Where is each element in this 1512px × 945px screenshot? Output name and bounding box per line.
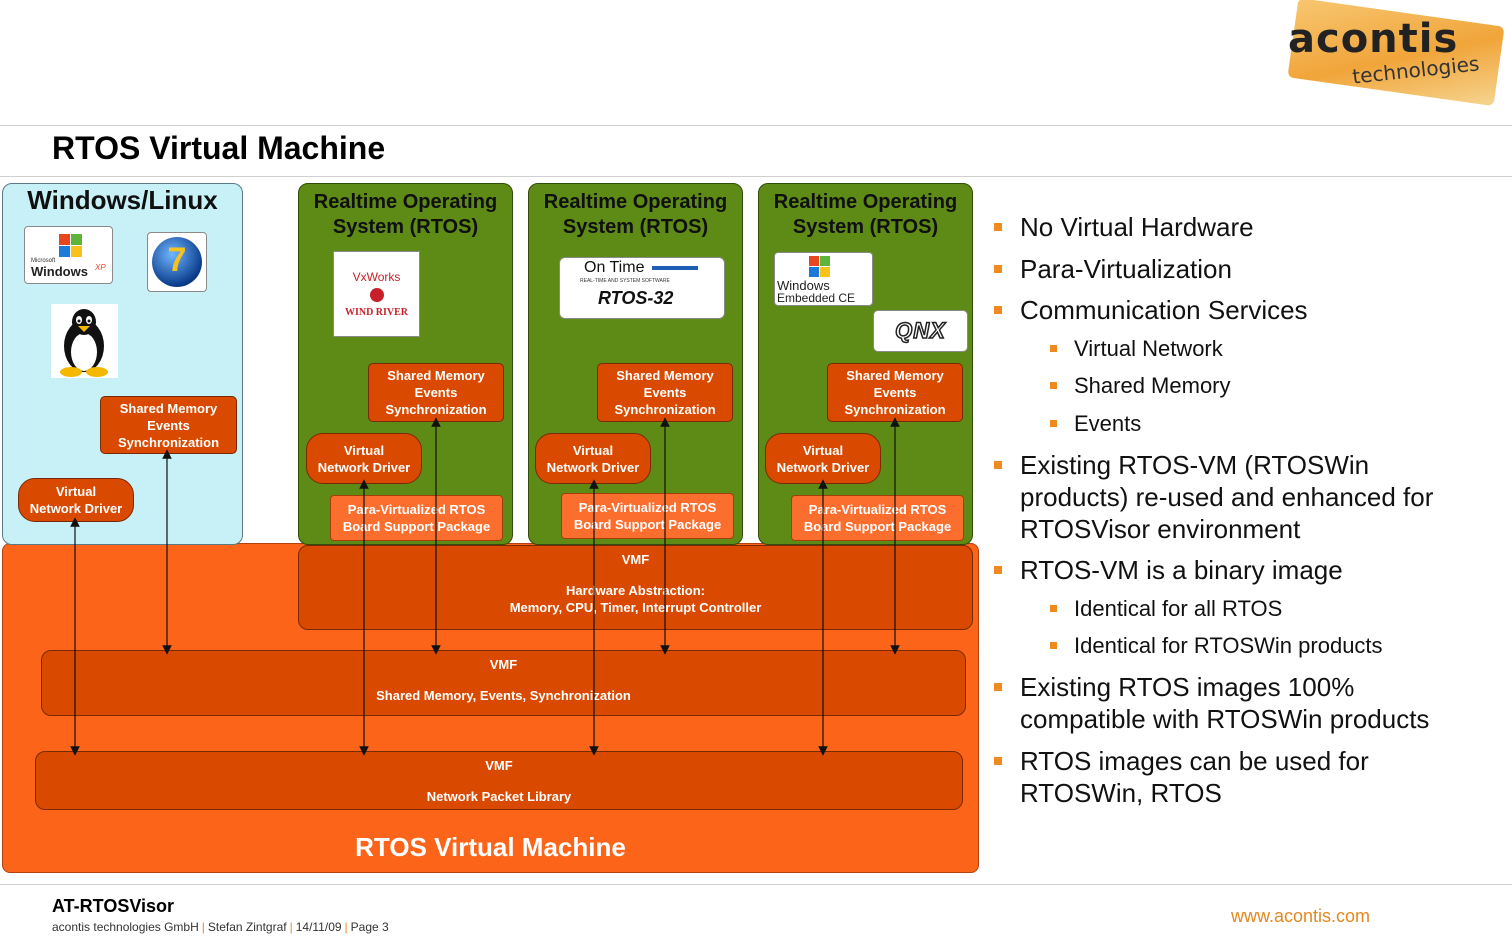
bullet-item: No Virtual Hardware bbox=[994, 211, 1254, 243]
shared-memory-box: Shared Memory Events Synchronization bbox=[827, 363, 963, 422]
bullet-item: RTOS-VM is a binary image bbox=[994, 554, 1343, 586]
bullet-item: Existing RTOS images 100% compatible wit… bbox=[994, 671, 1429, 735]
footer-meta: acontis technologies GmbH|Stefan Zintgra… bbox=[52, 920, 389, 934]
logo-wordmark: acontis bbox=[1288, 16, 1459, 62]
virtual-network-driver-box: Virtual Network Driver bbox=[18, 478, 134, 522]
sub-bullet-item: Identical for RTOSWin products bbox=[1050, 632, 1383, 660]
bsp-box: Para-Virtualized RTOS Board Support Pack… bbox=[791, 495, 964, 541]
guest-title: Realtime Operating System (RTOS) bbox=[313, 191, 498, 238]
windows-7-logo: 7 bbox=[147, 232, 207, 292]
header-divider-bottom bbox=[0, 176, 1512, 177]
bullet-item: Communication Services bbox=[994, 294, 1308, 326]
vm-title: RTOS Virtual Machine bbox=[355, 832, 626, 862]
footer-website-link[interactable]: www.acontis.com bbox=[1231, 906, 1371, 926]
page-title: RTOS Virtual Machine bbox=[52, 130, 386, 166]
sub-bullet-item: Events bbox=[1050, 410, 1141, 438]
vmf-hardware-abstraction: VMF Hardware Abstraction: Memory, CPU, T… bbox=[298, 545, 973, 630]
footer-divider bbox=[0, 884, 1512, 885]
linux-tux-logo bbox=[51, 304, 118, 378]
vxworks-logo: VxWorks WIND RIVER bbox=[333, 251, 420, 337]
bullet-item: Para-Virtualization bbox=[994, 253, 1232, 285]
connector-arrows bbox=[70, 417, 900, 756]
footer-title: AT-RTOSVisor bbox=[52, 896, 175, 916]
rtos32-logo: On Time REAL-TIME AND SYSTEM SOFTWARE RT… bbox=[559, 257, 725, 319]
vmf-shared-memory: VMF Shared Memory, Events, Synchronizati… bbox=[41, 650, 966, 716]
bsp-box: Para-Virtualized RTOS Board Support Pack… bbox=[330, 495, 503, 541]
qnx-logo: QNX bbox=[873, 310, 968, 352]
windows-xp-logo: Microsoft Windows XP bbox=[24, 226, 113, 284]
sub-bullet-item: Identical for all RTOS bbox=[1050, 595, 1282, 623]
header-divider-top bbox=[0, 125, 1512, 126]
sub-bullet-item: Shared Memory bbox=[1050, 372, 1231, 400]
sub-bullet-item: Virtual Network bbox=[1050, 335, 1223, 363]
guest-title: Realtime Operating System (RTOS) bbox=[773, 191, 958, 238]
shared-memory-box: Shared Memory Events Synchronization bbox=[100, 396, 237, 454]
vmf-network-packet-library: VMF Network Packet Library bbox=[35, 751, 963, 810]
guest-title: Windows/Linux bbox=[27, 185, 218, 215]
shared-memory-box: Shared Memory Events Synchronization bbox=[368, 363, 504, 422]
bullet-item: Existing RTOS-VM (RTOSWin products) re-u… bbox=[994, 449, 1433, 545]
acontis-logo: acontis technologies bbox=[1282, 0, 1505, 107]
virtual-network-driver-box: Virtual Network Driver bbox=[306, 433, 422, 484]
windows-embedded-ce-logo: Windows Embedded CE bbox=[774, 252, 873, 306]
bullet-item: RTOS images can be used for RTOSWin, RTO… bbox=[994, 745, 1369, 809]
virtual-network-driver-box: Virtual Network Driver bbox=[765, 433, 881, 484]
guest-title: Realtime Operating System (RTOS) bbox=[543, 191, 728, 238]
